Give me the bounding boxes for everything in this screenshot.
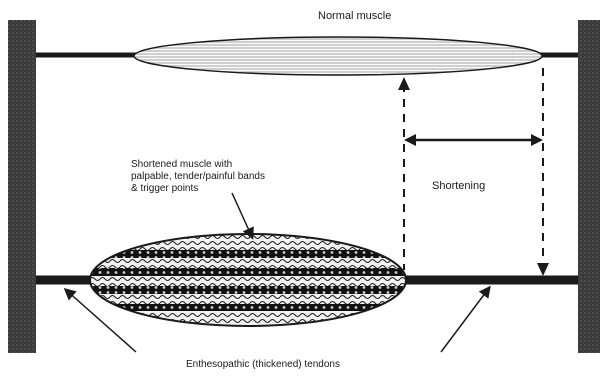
left-bone (8, 20, 36, 353)
shortening-label: Shortening (432, 180, 485, 192)
right-bone (578, 20, 600, 353)
up-arrowhead (398, 77, 410, 90)
shortening-arrow (404, 134, 543, 146)
shortened-muscle (80, 234, 420, 326)
down-arrowhead (537, 263, 549, 276)
shortened-muscle-label-line3: & trigger points (131, 183, 265, 195)
normal-muscle (134, 37, 542, 75)
shortened-muscle-label-line2: palpable, tender/painful bands (131, 171, 265, 183)
shortened-muscle-label-line1: Shortened muscle with (131, 159, 265, 171)
shortened-muscle-label: Shortened muscle with palpable, tender/p… (131, 159, 265, 195)
normal-muscle-label: Normal muscle (318, 10, 391, 22)
tendon-arrow-right (441, 288, 489, 352)
muscle-pointer-arrow (232, 193, 252, 237)
tendons-label: Enthesopathic (thickened) tendons (186, 359, 340, 371)
